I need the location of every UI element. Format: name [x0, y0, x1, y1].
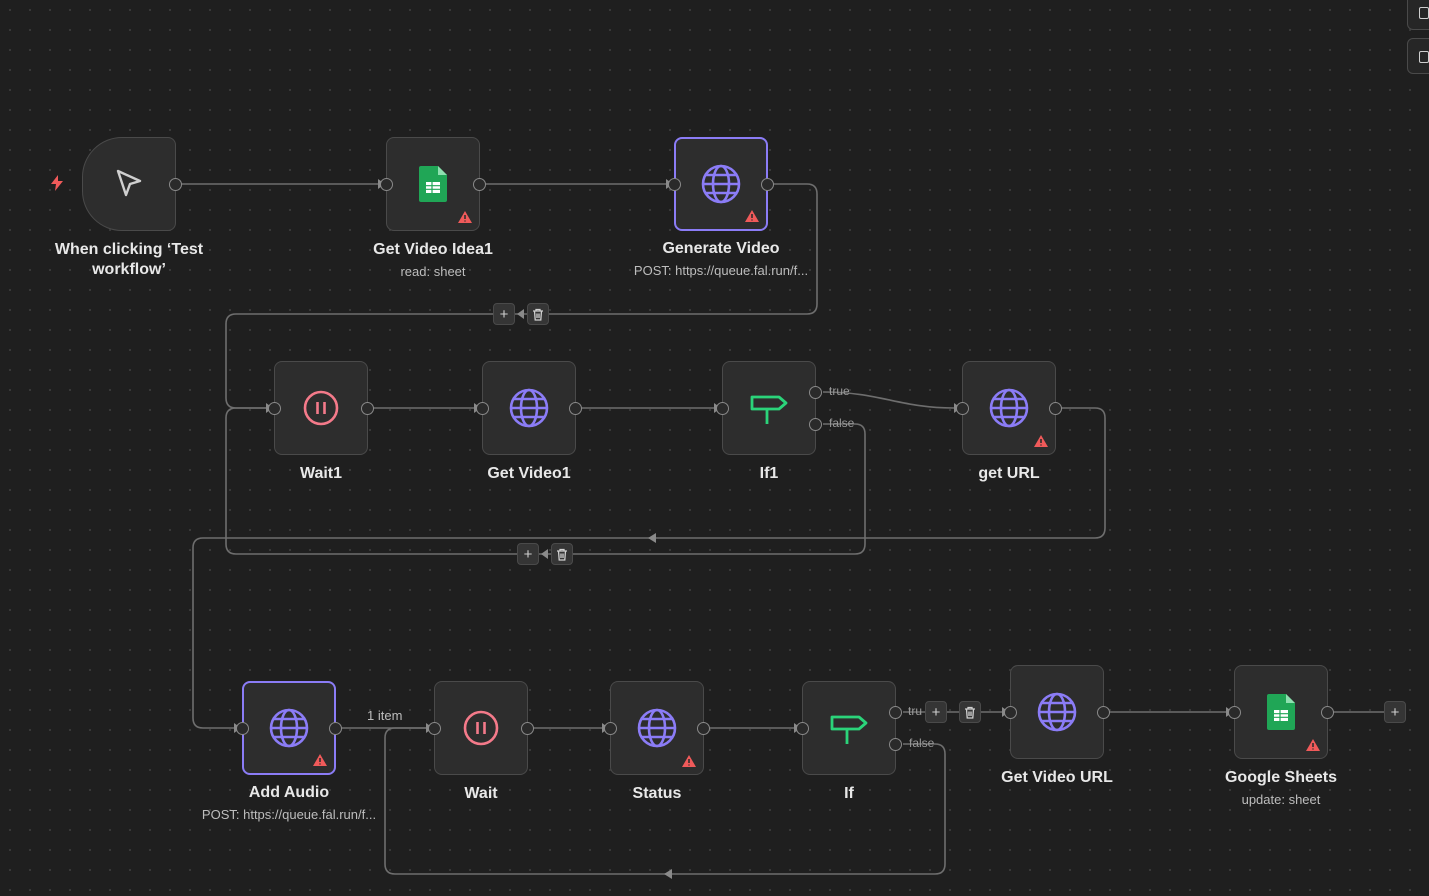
globe-icon: [1037, 692, 1077, 732]
canvas-control-second[interactable]: [1407, 38, 1429, 74]
output-handle[interactable]: [521, 722, 534, 735]
warning-icon: [313, 754, 327, 766]
node-label: Google Sheets: [1224, 769, 1338, 786]
add-node-on-edge-button[interactable]: +: [517, 543, 539, 565]
branch-true-label: true: [829, 384, 850, 398]
signpost-icon: [750, 395, 788, 424]
warning-icon: [1034, 435, 1048, 447]
trash-icon: [557, 548, 567, 561]
node-generate-video[interactable]: [668, 137, 774, 231]
node-label: Wait: [464, 785, 498, 802]
input-handle[interactable]: [428, 722, 441, 735]
input-handle[interactable]: [236, 722, 249, 735]
input-handle[interactable]: [476, 402, 489, 415]
output-handle[interactable]: [1049, 402, 1062, 415]
add-node-on-edge-button[interactable]: +: [925, 701, 947, 723]
node-add-audio[interactable]: [236, 681, 342, 775]
warning-icon: [682, 755, 696, 767]
branch-false-label: false: [909, 736, 935, 750]
cursor-icon: [116, 169, 142, 197]
delete-edge-button[interactable]: [959, 701, 981, 723]
node-get-video-idea1[interactable]: [380, 137, 486, 231]
panel-icon: [1419, 51, 1429, 63]
input-handle[interactable]: [604, 722, 617, 735]
input-handle[interactable]: [668, 178, 681, 191]
input-handle[interactable]: [380, 178, 393, 191]
output-handle[interactable]: [473, 178, 486, 191]
node-sublabel: read: sheet: [400, 264, 466, 279]
output-handle[interactable]: [361, 402, 374, 415]
warning-icon: [458, 211, 472, 223]
add-next-node-button[interactable]: +: [1384, 701, 1406, 723]
output-false-handle[interactable]: [809, 418, 822, 431]
edge-get-url-to-add-audio: [192, 407, 1106, 729]
pause-icon: [463, 710, 499, 746]
globe-icon: [269, 708, 309, 748]
input-handle[interactable]: [1004, 706, 1017, 719]
output-handle[interactable]: [761, 178, 774, 191]
pause-icon: [303, 390, 339, 426]
branch-true-label: tru: [908, 704, 923, 718]
output-handle[interactable]: [1097, 706, 1110, 719]
delete-edge-button[interactable]: [527, 303, 549, 325]
input-handle[interactable]: [268, 402, 281, 415]
delete-edge-button[interactable]: [551, 543, 573, 565]
node-label: Get Video URL: [1001, 769, 1113, 786]
node-get-video1[interactable]: [476, 361, 582, 455]
node-label: Generate Video: [662, 240, 780, 257]
node-get-url[interactable]: [956, 361, 1062, 455]
output-handle[interactable]: [697, 722, 710, 735]
signpost-icon: [830, 715, 868, 744]
globe-icon: [509, 388, 549, 428]
node-label: If1: [759, 465, 779, 482]
input-handle[interactable]: [716, 402, 729, 415]
node-label: If: [844, 785, 854, 802]
node-label: Add Audio: [248, 784, 330, 801]
node-wait1[interactable]: [268, 361, 374, 455]
node-trigger[interactable]: [82, 137, 182, 231]
output-handle[interactable]: [1321, 706, 1334, 719]
globe-icon: [989, 388, 1029, 428]
trash-icon: [965, 706, 975, 719]
node-label: Status: [632, 785, 682, 802]
lightning-icon: [51, 175, 63, 191]
node-label: Wait1: [299, 465, 343, 482]
branch-false-label: false: [829, 416, 855, 430]
node-if[interactable]: [796, 681, 902, 775]
output-handle[interactable]: [169, 178, 182, 191]
canvas-control-top[interactable]: [1407, 0, 1429, 30]
node-label: When clicking ‘Test workflow’: [54, 241, 204, 278]
panel-icon: [1419, 7, 1429, 19]
warning-icon: [1306, 739, 1320, 751]
output-true-handle[interactable]: [889, 706, 902, 719]
globe-icon: [701, 164, 741, 204]
add-node-on-edge-button[interactable]: +: [493, 303, 515, 325]
node-google-sheets[interactable]: [1228, 665, 1334, 759]
output-true-handle[interactable]: [809, 386, 822, 399]
trash-icon: [533, 308, 543, 321]
globe-icon: [637, 708, 677, 748]
node-label: Get Video Idea1: [373, 241, 493, 258]
input-handle[interactable]: [1228, 706, 1241, 719]
node-sublabel: update: sheet: [1241, 792, 1321, 807]
node-sublabel: POST: https://queue.fal.run/f...: [201, 807, 377, 822]
input-handle[interactable]: [956, 402, 969, 415]
output-handle[interactable]: [329, 722, 342, 735]
node-wait[interactable]: [428, 681, 534, 775]
node-sublabel: POST: https://queue.fal.run/f...: [633, 263, 809, 278]
google-sheets-icon: [1267, 694, 1295, 730]
google-sheets-icon: [419, 166, 447, 202]
node-label: Get Video1: [487, 465, 571, 482]
node-get-video-url[interactable]: [1004, 665, 1110, 759]
warning-icon: [745, 210, 759, 222]
node-status[interactable]: [604, 681, 710, 775]
node-label: get URL: [978, 465, 1040, 482]
input-handle[interactable]: [796, 722, 809, 735]
output-false-handle[interactable]: [889, 738, 902, 751]
node-if1[interactable]: [716, 361, 822, 455]
edge-item-count-label: 1 item: [367, 708, 403, 723]
output-handle[interactable]: [569, 402, 582, 415]
